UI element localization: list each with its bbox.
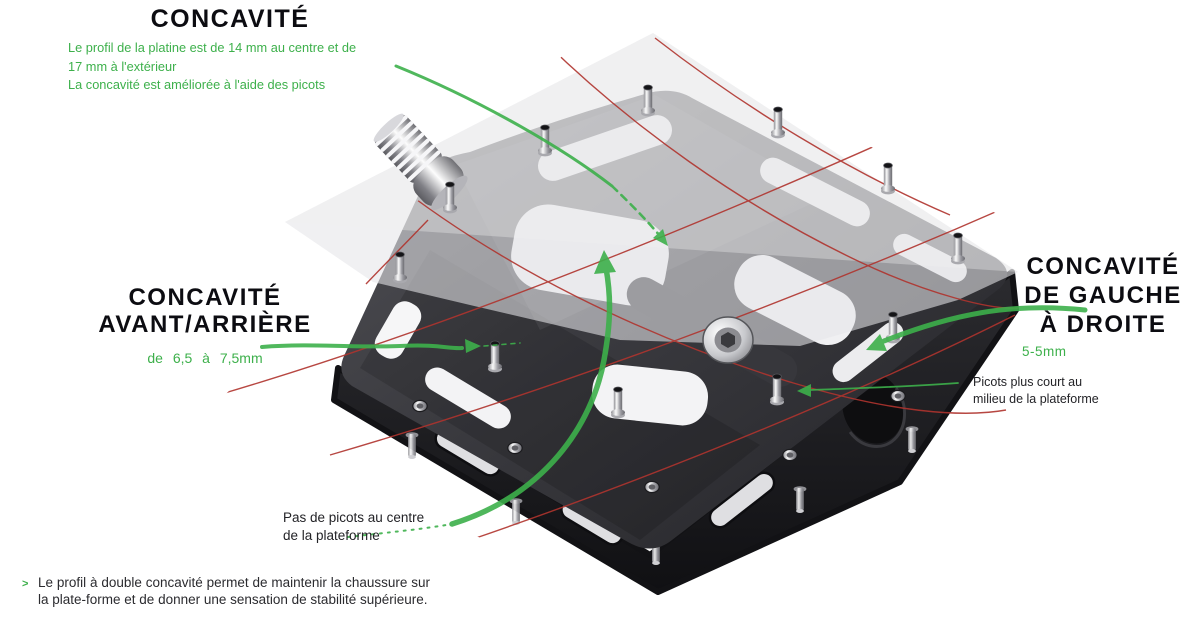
picots-court-note: Picots plus court au milieu de la platef…: [973, 375, 1099, 406]
concavite-title: CONCAVITÉ: [150, 5, 310, 33]
avant-arriere-value: de 6,5 à 7,5mm: [147, 350, 263, 366]
concavite-desc-line: Le profil de la platine est de 14 mm au …: [68, 40, 357, 55]
arrow-picots-court: [797, 382, 959, 397]
arrow-concavite: [394, 64, 668, 246]
gauche-droite-value: 5-5mm: [1022, 344, 1067, 359]
concavite-desc-line: 17 mm à l'extérieur: [68, 58, 177, 74]
avant-arriere-title: CONCAVITÉ AVANT/ARRIÈRE: [98, 284, 312, 338]
pas-de-picots-note: Pas de picots au centre de la plateforme: [283, 510, 425, 543]
concavity-plane: [285, 33, 1018, 346]
axle-hub: [702, 316, 754, 364]
gauche-droite-title: CONCAVITÉ DE GAUCHE À DROITE: [1024, 253, 1182, 338]
arrow-pas-de-picots: [347, 250, 616, 538]
footer-summary-text: Le profil à double concavité permet de m…: [38, 575, 430, 607]
concavite-description: Le profil de la platine est de 14 mm au …: [68, 39, 356, 95]
footer-summary: > Le profil à double concavité permet de…: [20, 575, 430, 609]
arrow-avant-arriere: [260, 339, 521, 353]
concavite-desc-line: La concavité est améliorée à l'aide des …: [68, 77, 326, 92]
footer-bullet-marker: >: [22, 578, 29, 590]
arrow-gauche-droite: [866, 305, 1088, 351]
annotation-arrows: [260, 64, 1088, 538]
